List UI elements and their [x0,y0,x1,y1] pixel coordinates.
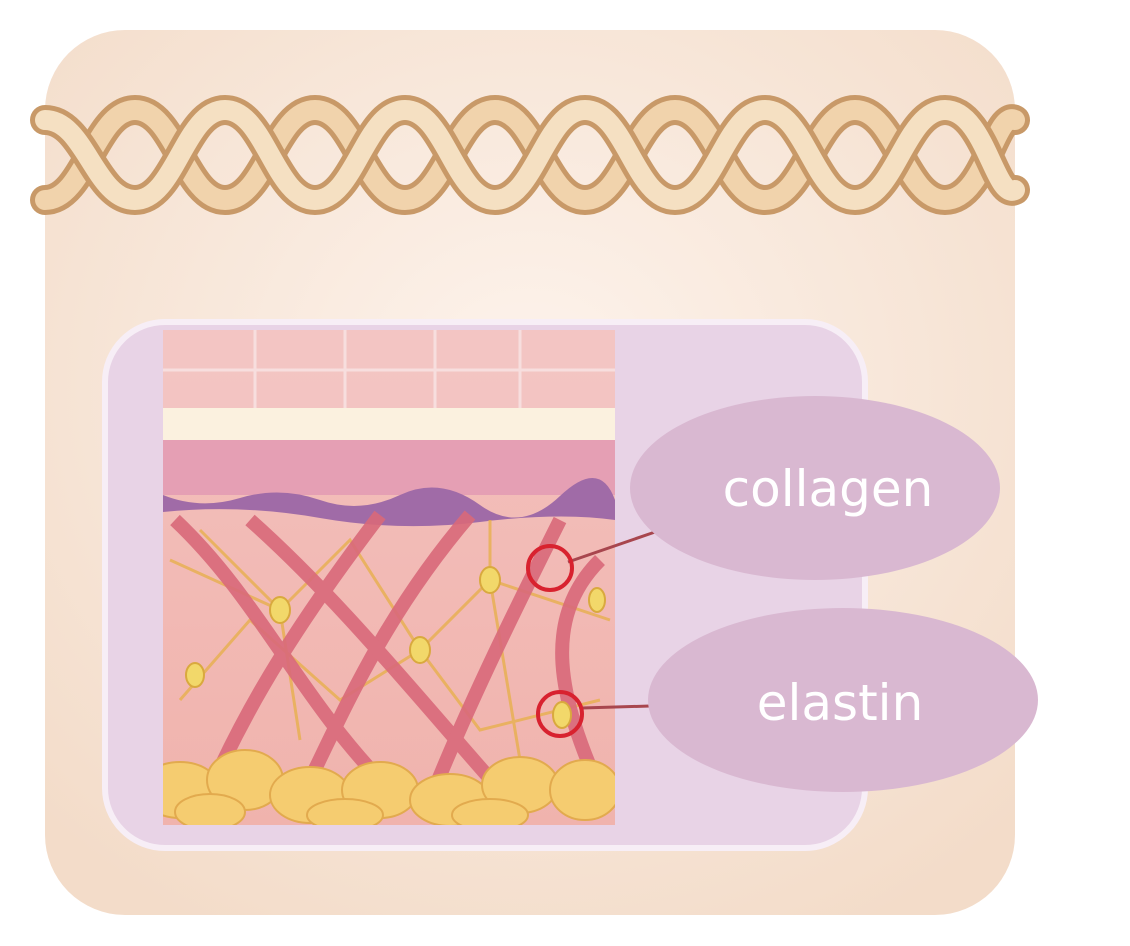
elastin-callout: elastin [536,608,1038,792]
skin-cross-section-icon [163,330,615,825]
collagen-label: collagen [723,460,934,518]
elastin-marker [536,690,584,738]
elastin-bubble [648,608,1038,792]
collagen-marker [526,544,574,592]
collagen-bubble [630,396,1000,580]
elastin-label: elastin [757,674,924,732]
collagen-helix-icon [30,94,1030,216]
collagen-callout: collagen [526,396,1000,592]
